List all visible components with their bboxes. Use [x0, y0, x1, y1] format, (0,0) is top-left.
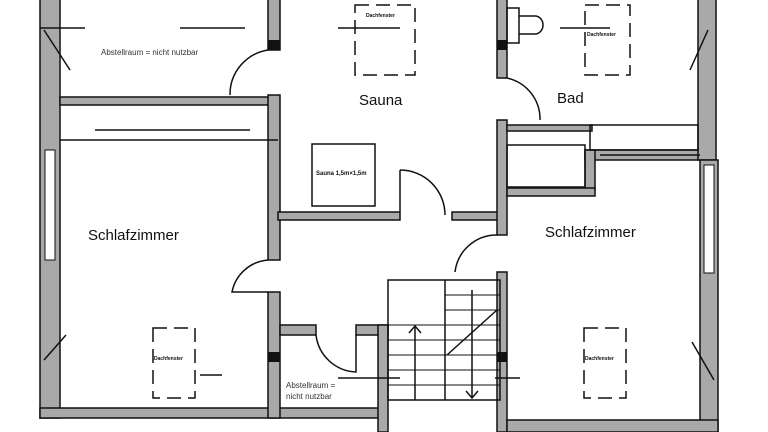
door-storage-top[interactable]	[229, 49, 269, 96]
wall-center-left	[267, 94, 281, 261]
skylight-label-schlafzimmer-right: Dachfenster	[585, 356, 614, 362]
wall-shower-side	[584, 149, 596, 191]
skylight-label-sauna: Dachfenster	[366, 13, 395, 19]
room-label-schlafzimmer-left: Schlafzimmer	[88, 227, 179, 244]
wall-center-right	[496, 119, 508, 236]
roof-lines	[40, 27, 715, 381]
wall-bottom-left	[39, 407, 386, 419]
skylight-label-schlafzimmer-left: Dachfenster	[154, 356, 183, 362]
wall-shower-bottom	[506, 187, 596, 197]
room-label-sauna: Sauna	[359, 92, 403, 109]
skylight-sauna	[354, 4, 416, 76]
window-right	[703, 164, 715, 274]
wall-sauna-bottom-b	[451, 211, 501, 221]
wall-storage-small-top-a	[279, 324, 317, 336]
door-storage-bottom[interactable]	[315, 334, 357, 373]
room-label-schlafzimmer-right: Schlafzimmer	[545, 224, 636, 241]
wall-sauna-bottom-a	[277, 211, 401, 221]
room-label-bad: Bad	[557, 90, 584, 107]
skylight-label-bad: Dachfenster	[587, 32, 616, 38]
door-sauna[interactable]	[399, 169, 446, 216]
note-sauna-cabin: Sauna 1,5m×1,5m	[316, 171, 367, 177]
sauna-cabin	[311, 143, 376, 207]
window-left	[44, 149, 56, 261]
wall-bad-bottom	[506, 124, 593, 132]
wall-center-right-top	[496, 0, 508, 79]
staircase	[387, 279, 501, 401]
wall-storage-top	[59, 96, 279, 106]
skylight-bad	[584, 4, 631, 76]
wall-bottom-right	[506, 419, 719, 432]
door-bad[interactable]	[506, 77, 541, 121]
skylight-schlafzimmer-right	[583, 327, 627, 399]
door-schlafzimmer-right[interactable]	[454, 234, 498, 273]
note-storage-bottom-line2: nicht nutzbar	[286, 392, 332, 401]
wall-right-outer-top	[697, 0, 717, 161]
skylight-schlafzimmer-left	[152, 327, 196, 399]
note-storage-top: Abstellraum = nicht nutzbar	[101, 48, 199, 57]
door-schlafzimmer-left[interactable]	[231, 259, 269, 293]
note-storage-bottom-line1: Abstellraum =	[286, 381, 336, 390]
